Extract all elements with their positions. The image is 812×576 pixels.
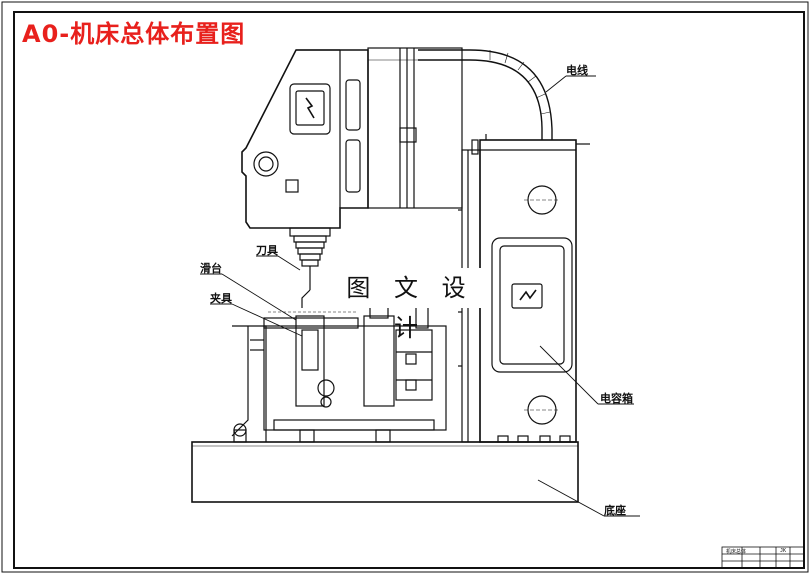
frame-border: [13, 11, 805, 569]
watermark: 图 文 设 计: [330, 268, 490, 342]
drawing-title: A0-机床总体布置图: [22, 20, 246, 48]
cable-conduit: [418, 49, 553, 140]
title-block-code: JK: [780, 548, 787, 554]
spindle-tool: [289, 227, 331, 308]
spindle-head: [241, 49, 369, 229]
label-tool: 刀具: [256, 244, 278, 257]
machine-base: [191, 441, 579, 503]
title-block: [721, 546, 805, 569]
title-block-name: 机床总体: [726, 549, 747, 555]
slide-and-fixture: [231, 305, 447, 443]
label-cable: 电线: [566, 64, 588, 77]
label-fixture: 夹具: [210, 292, 232, 305]
label-electrical-box: 电容箱: [600, 392, 633, 405]
leader-lines: [200, 75, 640, 517]
label-base: 底座: [604, 504, 626, 517]
machine-column: [367, 47, 463, 209]
label-slide: 滑台: [200, 262, 222, 275]
